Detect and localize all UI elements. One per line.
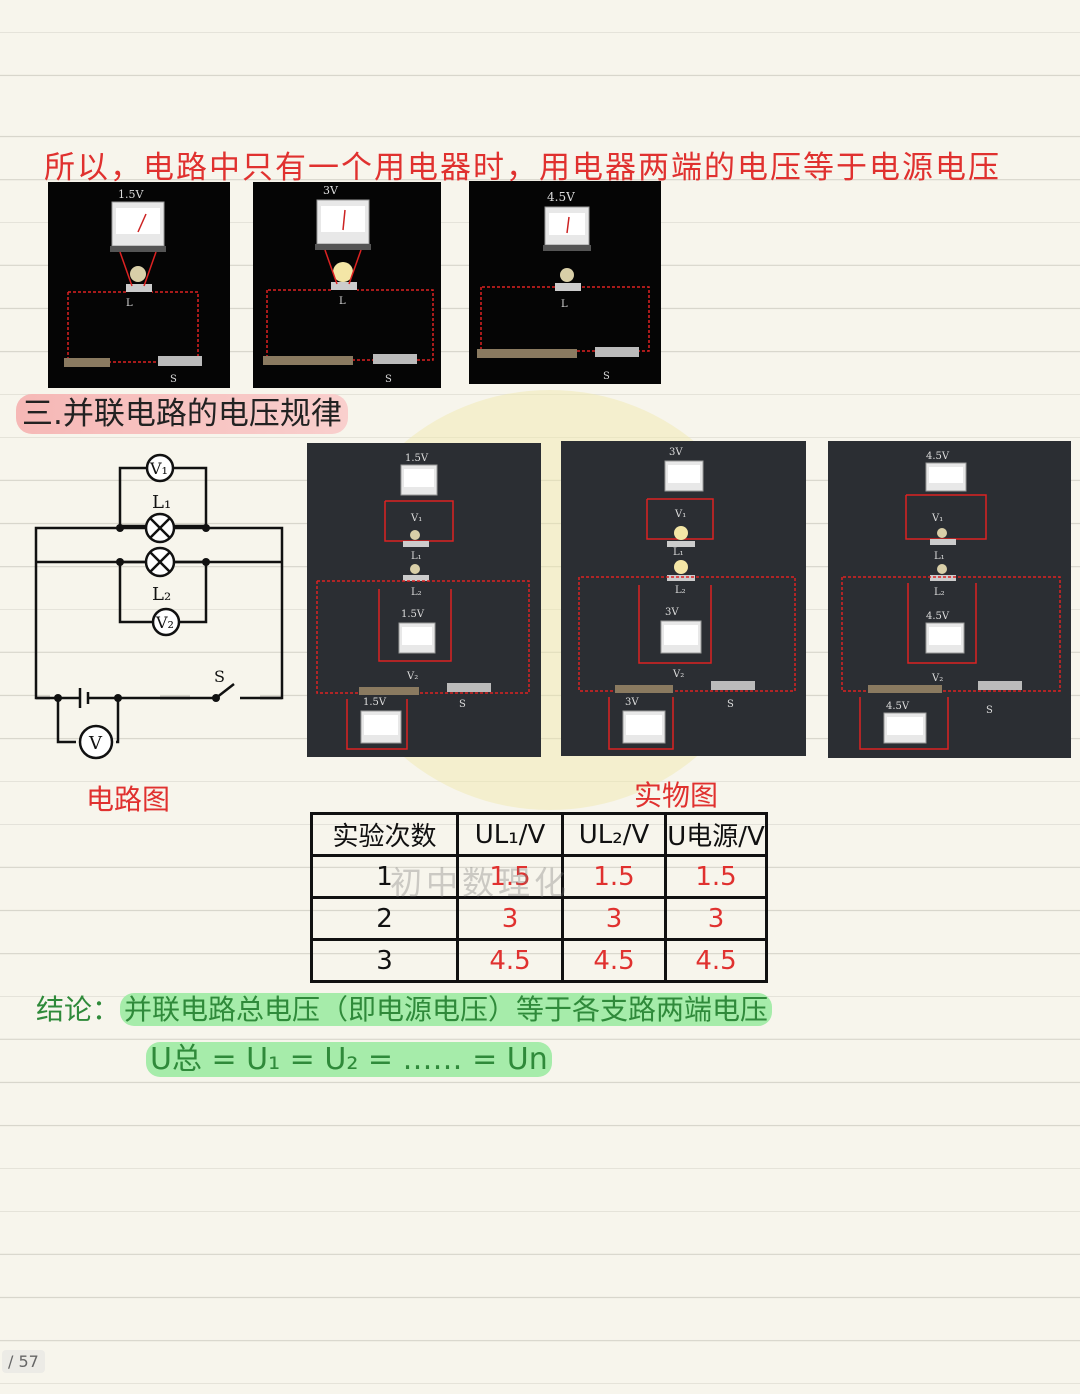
photo-lamp-label: L (339, 296, 346, 307)
caption-physical-diagram: 实物图 (634, 779, 719, 812)
table-cell: 3 (456, 896, 564, 941)
page-indicator: / 57 (2, 1350, 45, 1373)
schematic-switch-label: S (214, 667, 225, 686)
photo-voltage-label: 3V (323, 184, 339, 197)
schematic-v1-label: V₁ (149, 459, 168, 478)
photo-lamp-label: L (561, 299, 568, 310)
voltage-data-table: 实验次数 UL₁/V UL₂/V U电源/V 1 1.5 1.5 1.5 2 3… (310, 812, 768, 983)
section-heading-parallel-voltage: 三.并联电路的电压规律 (16, 394, 348, 434)
parallel-photo-2: 3V V₁ L₁ L₂ 3V V₂ S 3V (561, 441, 806, 756)
conclusion-line: 结论：并联电路总电压（即电源电压）等于各支路两端电压 (36, 988, 773, 1028)
conclusion-label: 结论： (36, 993, 121, 1026)
table-cell: 4.5 (561, 938, 667, 983)
photo-vs-value: 1.5V (363, 697, 387, 708)
photo-vs-value: 3V (625, 697, 639, 708)
table-cell: 4.5 (456, 938, 564, 983)
series-conclusion-title: 所以，电路中只有一个用电器时，用电器两端的电压等于电源电压 (44, 150, 1001, 186)
photo-v2-label: V₂ (672, 669, 684, 680)
table-cell: 2 (310, 896, 459, 941)
table-header-cell: UL₁/V (456, 812, 564, 857)
schematic-l2-label: L₂ (152, 584, 171, 605)
photo-l1-label: L₁ (934, 551, 945, 562)
photo-switch-label: S (727, 699, 734, 710)
photo-voltage-label: 1.5V (118, 188, 144, 201)
table-cell: 1.5 (664, 854, 768, 899)
photo-v2-label: V₂ (406, 671, 418, 682)
series-photo-2-drawing: 3V L S (263, 184, 434, 385)
photo-switch-label: S (170, 374, 177, 385)
series-photo-3-drawing: 4.5V L S (477, 190, 650, 382)
photo-v2-value: 1.5V (401, 609, 425, 620)
photo-v1-value: 3V (669, 447, 683, 458)
table-row: 2 3 3 3 (310, 896, 768, 941)
series-photo-1-drawing: 1.5V L S (64, 188, 202, 385)
photo-switch-label: S (603, 371, 610, 382)
photo-v1-label: V₁ (931, 513, 943, 524)
table-cell: 1 (310, 854, 459, 899)
photo-v1-value: 1.5V (405, 453, 429, 464)
photo-l1-label: L₁ (673, 547, 684, 558)
table-header-row: 实验次数 UL₁/V UL₂/V U电源/V (310, 812, 768, 857)
parallel-photo-1-drawing: 1.5V V₁ L₁ L₂ 1.5V V₂ S 1.5V (316, 453, 530, 750)
table-cell: 1.5 (456, 854, 564, 899)
photo-switch-label: S (986, 705, 993, 716)
photo-switch-label: S (459, 699, 466, 710)
table-header-cell: 实验次数 (310, 812, 459, 857)
parallel-circuit-schematic: V₁ L₁ L₂ V₂ V S (34, 453, 284, 760)
photo-l2-label: L₂ (675, 585, 686, 596)
photo-vs-value: 4.5V (886, 701, 910, 712)
series-photo-1: 1.5V L S (48, 182, 230, 388)
photo-lamp-label: L (126, 298, 133, 309)
photo-v1-value: 4.5V (926, 451, 950, 462)
photo-v2-label: V₂ (931, 673, 943, 684)
table-cell: 1.5 (561, 854, 667, 899)
photo-l2-label: L₂ (934, 587, 945, 598)
parallel-photo-3-drawing: 4.5V V₁ L₁ L₂ 4.5V V₂ S 4.5V (841, 451, 1061, 750)
table-header-cell: U电源/V (664, 812, 768, 857)
parallel-photo-2-drawing: 3V V₁ L₁ L₂ 3V V₂ S 3V (578, 447, 796, 750)
photo-l1-label: L₁ (411, 551, 422, 562)
table-cell: 4.5 (664, 938, 768, 983)
photo-switch-label: S (385, 374, 392, 385)
photo-v1-label: V₁ (674, 509, 686, 520)
photo-v2-value: 4.5V (926, 611, 950, 622)
watermark-text: 初中数理化 (390, 864, 571, 902)
table-cell: 3 (310, 938, 459, 983)
conclusion-text: 并联电路总电压（即电源电压）等于各支路两端电压 (120, 993, 773, 1026)
schematic-v-label: V (88, 733, 103, 754)
conclusion-formula: U总 = U₁ = U₂ = …… = Un (146, 1042, 552, 1077)
photo-v1-label: V₁ (410, 513, 422, 524)
series-photo-3: 4.5V L S (469, 181, 661, 384)
caption-circuit-diagram: 电路图 (86, 783, 171, 816)
table-row: 3 4.5 4.5 4.5 (310, 938, 768, 983)
table-cell: 3 (664, 896, 768, 941)
table-header-cell: UL₂/V (561, 812, 667, 857)
series-photo-2: 3V L S (253, 182, 441, 388)
schematic-l1-label: L₁ (152, 492, 171, 513)
parallel-photo-1: 1.5V V₁ L₁ L₂ 1.5V V₂ S 1.5V (307, 443, 541, 757)
photo-voltage-label: 4.5V (547, 190, 575, 204)
conclusion-formula-line: U总 = U₁ = U₂ = …… = Un (146, 1034, 552, 1078)
photo-l2-label: L₂ (411, 587, 422, 598)
schematic-v2-label: V₂ (155, 613, 174, 632)
table-row: 1 1.5 1.5 1.5 (310, 854, 768, 899)
table-cell: 3 (561, 896, 667, 941)
photo-v2-value: 3V (665, 607, 679, 618)
parallel-photo-3: 4.5V V₁ L₁ L₂ 4.5V V₂ S 4.5V (828, 441, 1071, 758)
